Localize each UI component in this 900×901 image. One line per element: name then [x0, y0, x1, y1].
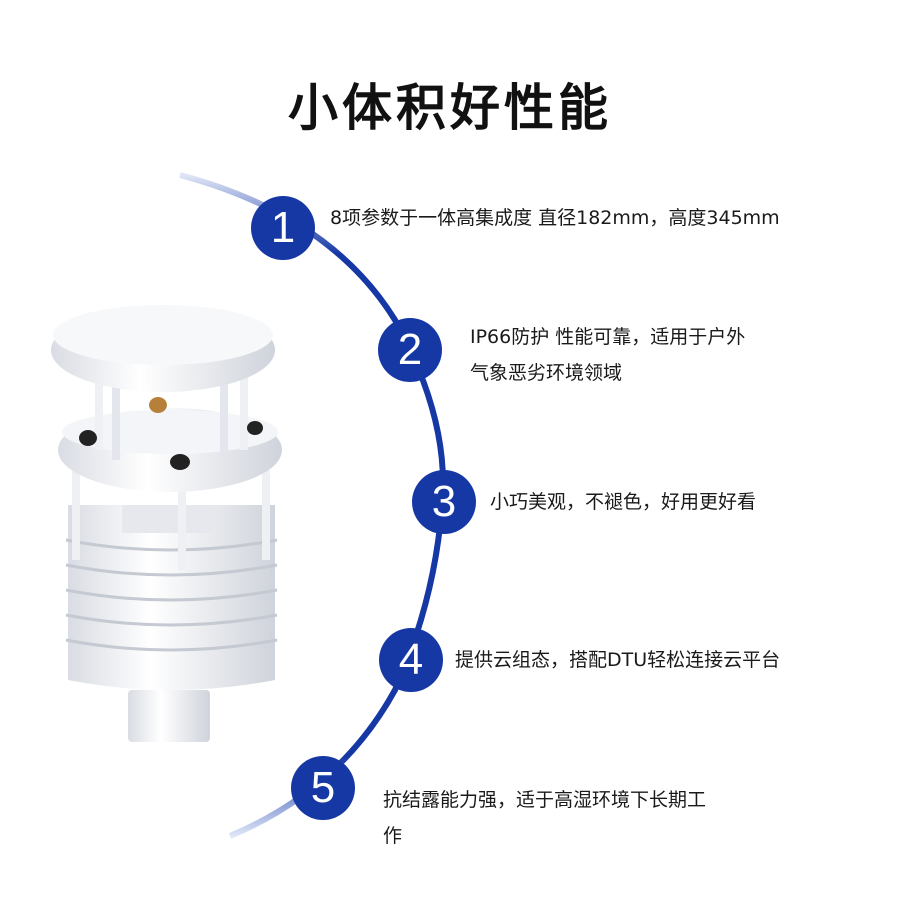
feature-number-5: 5 [291, 756, 355, 820]
feature-number-2: 2 [378, 318, 442, 382]
feature-number-1: 1 [251, 196, 315, 260]
feature-line: 小巧美观，不褪色，好用更好看 [490, 491, 757, 513]
feature-text-1: 8项参数于一体高集成度 直径182mm，高度345mm [330, 200, 780, 236]
feature-line: 提供云组态，搭配DTU轻松连接云平台 [455, 649, 781, 671]
feature-text-3: 小巧美观，不褪色，好用更好看 [490, 484, 756, 520]
feature-line: 抗结露能力强，适于高湿环境下长期工 [383, 789, 707, 811]
feature-line: 气象恶劣环境领域 [470, 362, 623, 384]
feature-text-2: IP66防护 性能可靠，适用于户外 气象恶劣环境领域 [470, 319, 745, 391]
feature-text-4: 提供云组态，搭配DTU轻松连接云平台 [455, 642, 780, 678]
feature-number-4: 4 [379, 628, 443, 692]
page-title: 小体积好性能 [288, 79, 612, 137]
feature-line: IP66防护 性能可靠，适用于户外 [470, 326, 746, 348]
feature-text-5: 抗结露能力强，适于高湿环境下长期工 作 [383, 782, 706, 854]
feature-number-3: 3 [412, 470, 476, 534]
feature-line: 作 [383, 825, 403, 847]
feature-line: 8项参数于一体高集成度 直径182mm，高度345mm [330, 207, 780, 229]
weather-sensor-image [51, 305, 282, 742]
